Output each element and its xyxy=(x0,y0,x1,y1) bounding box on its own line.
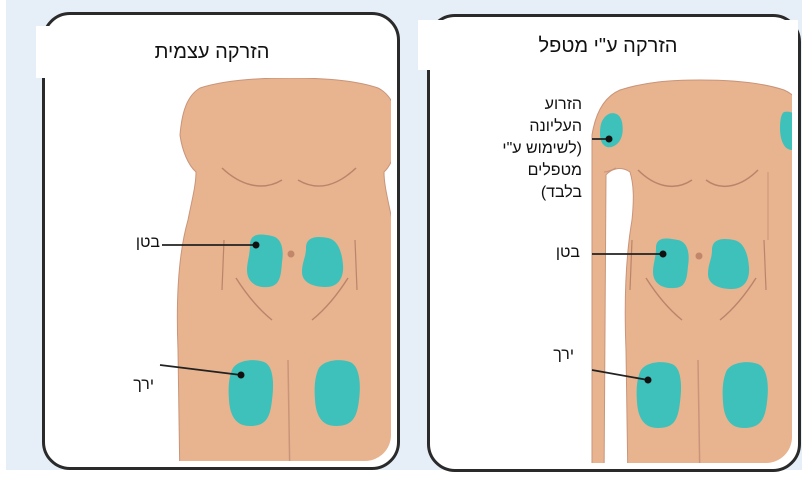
caregiver-injection-title-box: הזרקה ע"י מטפל xyxy=(418,20,798,70)
caregiver-abdomen-pointer-dot xyxy=(660,251,667,258)
self-injection-title-box: הזרקה עצמית xyxy=(36,26,388,78)
caregiver-abdomen-label: בטן xyxy=(528,242,580,264)
caregiver-abdomen-site-left xyxy=(653,238,689,288)
self-injection-title: הזרקה עצמית xyxy=(36,26,388,62)
caregiver-upper-arm-label-line: (לשימוש ע"י xyxy=(490,138,582,160)
caregiver-upper-arm-label-line: בלבד) xyxy=(490,182,582,204)
caregiver-thigh-site-right xyxy=(723,362,768,428)
self-abdomen-pointer-dot xyxy=(253,242,260,249)
caregiver-upper-arm-label: הזרוע העליונה (לשימוש ע"י מטפלים בלבד) xyxy=(490,94,582,204)
self-abdomen-label: בטן xyxy=(108,232,160,254)
self-torso-silhouette xyxy=(177,78,402,479)
caregiver-upper-arm-label-line: העליונה xyxy=(490,116,582,138)
caregiver-abdomen-site-right xyxy=(708,239,749,289)
self-thigh-label: ירך xyxy=(108,374,154,396)
caregiver-injection-title: הזרקה ע"י מטפל xyxy=(418,20,798,56)
self-thigh-site-right xyxy=(315,360,360,426)
caregiver-body-figure xyxy=(592,80,802,479)
self-thigh-pointer-dot xyxy=(238,372,245,379)
caregiver-thigh-pointer-dot xyxy=(645,377,652,384)
self-abdomen-site-right xyxy=(302,237,343,287)
caregiver-thigh-label: ירך xyxy=(528,344,574,366)
caregiver-navel xyxy=(696,253,703,260)
self-navel xyxy=(288,251,295,258)
self-abdomen-site-left xyxy=(247,235,283,288)
self-body-figure xyxy=(160,78,403,479)
self-thigh-site-left xyxy=(229,360,273,426)
caregiver-upper-arm-pointer-dot xyxy=(606,136,613,143)
caregiver-torso-silhouette xyxy=(592,80,802,479)
caregiver-upper-arm-label-line: הזרוע xyxy=(490,94,582,116)
caregiver-thigh-site-left xyxy=(637,362,681,428)
caregiver-upper-arm-label-line: מטפלים xyxy=(490,160,582,182)
